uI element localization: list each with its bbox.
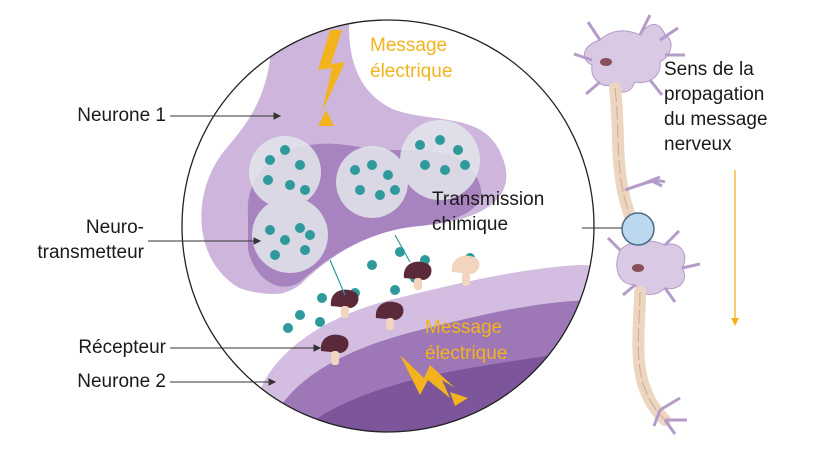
arrow-down-icon: [450, 392, 468, 406]
label-transmission-line1: Transmission: [432, 189, 545, 210]
zoom-circle-outline: [181, 19, 595, 433]
label-neurotransmetteur-line1: Neuro-: [85, 217, 144, 238]
receptor: [451, 255, 480, 286]
label-message-bottom-line2: électrique: [425, 343, 508, 364]
leader-lines: [148, 112, 622, 386]
label-message-bottom-line1: Message: [425, 317, 503, 338]
label-message-top-line1: Message: [370, 35, 448, 56]
receptors: [320, 255, 480, 365]
label-message-top-line2: électrique: [370, 61, 453, 82]
synapse-zoom: [182, 20, 594, 432]
lightning-bolt-icon: [400, 355, 455, 398]
label-neurotransmetteur-line2: transmetteur: [37, 242, 144, 263]
label-neurone-2: Neurone 2: [77, 371, 166, 392]
label-propagation-line2: propagation: [664, 84, 765, 105]
receptor: [320, 334, 349, 365]
label-propagation-line3: du message: [664, 109, 768, 130]
label-propagation-line1: Sens de la: [664, 59, 754, 80]
label-neurone-1: Neurone 1: [77, 105, 166, 126]
label-transmission-line2: chimique: [432, 214, 509, 235]
label-propagation-line4: nerveux: [664, 134, 732, 155]
magnifier-circle-icon: [621, 212, 655, 246]
label-recepteur: Récepteur: [78, 337, 166, 358]
arrow-down-icon: [731, 318, 739, 326]
receptor: [330, 289, 359, 318]
arrow-down-icon: [318, 110, 334, 126]
receptor: [403, 261, 432, 290]
lightning-bolt-icon: [318, 30, 345, 112]
receptor: [375, 301, 404, 330]
